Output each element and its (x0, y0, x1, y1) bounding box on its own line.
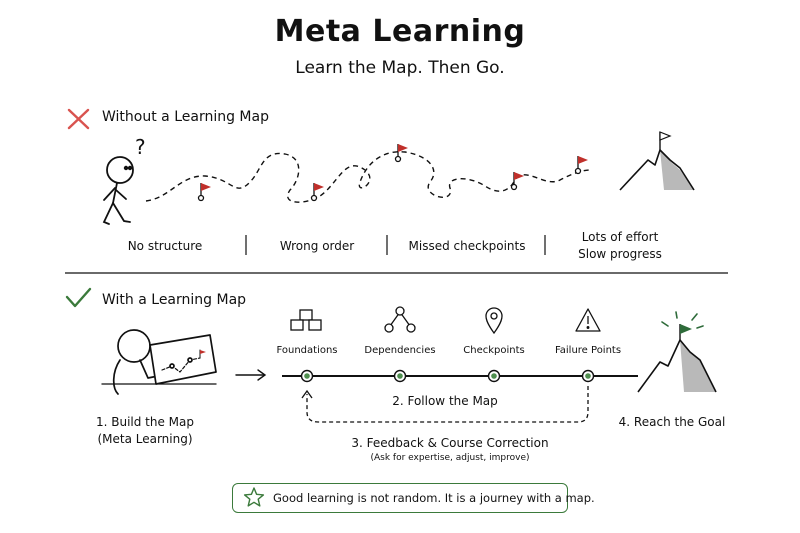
x-icon (67, 108, 90, 130)
arrow-up-icon (301, 389, 313, 399)
checkpoint-node (487, 369, 501, 383)
mountain-icon (619, 131, 695, 191)
page-title: Meta Learning (274, 14, 526, 49)
stage-label-checkpoints: Checkpoints (463, 345, 525, 356)
network-icon (384, 306, 416, 333)
step-2-label: 2. Follow the Map (392, 394, 498, 408)
arrow-right-icon (235, 369, 267, 381)
map-builder-figure-icon (101, 329, 217, 395)
star-icon (243, 487, 265, 507)
divider (245, 235, 546, 255)
stage-label-failure-points: Failure Points (554, 345, 622, 356)
stage-label-dependencies: Dependencies (364, 345, 436, 356)
checkpoint-node (300, 369, 314, 383)
step-3-note: (Ask for expertise, adjust, improve) (370, 453, 530, 463)
confused-figure-icon (102, 156, 134, 225)
issue-label: No structure (127, 239, 203, 253)
flag-icon (510, 172, 524, 191)
check-icon (65, 287, 92, 308)
flag-icon (310, 183, 324, 202)
feedback-loop (306, 386, 589, 423)
pin-icon (485, 307, 503, 335)
step-1-sublabel: (Meta Learning) (97, 432, 193, 446)
flag-icon (197, 183, 211, 202)
flag-icon (574, 156, 588, 175)
stage-label-foundations: Foundations (276, 345, 338, 356)
step-3-label: 3. Feedback & Course Correction (351, 436, 549, 450)
question-mark: ? (135, 135, 146, 159)
callout-box: Good learning is not random. It is a jou… (232, 483, 595, 513)
without-heading: Without a Learning Map (102, 109, 269, 125)
issue-label: Lots of effort (581, 230, 659, 244)
page-subtitle: Learn the Map. Then Go. (295, 58, 505, 78)
step-4-label: 4. Reach the Goal (618, 415, 726, 429)
step-1-label: 1. Build the Map (95, 415, 195, 429)
summit-mountain-icon (637, 311, 717, 393)
flag-icon (394, 144, 408, 163)
wandering-path (145, 151, 591, 203)
issue-label: Slow progress (578, 247, 662, 261)
callout-text: Good learning is not random. It is a jou… (273, 491, 595, 505)
checkpoint-node (581, 369, 595, 383)
checkpoint-node (393, 369, 407, 383)
warning-icon (575, 308, 601, 332)
with-heading: With a Learning Map (102, 292, 247, 308)
boxes-icon (290, 309, 322, 331)
issue-label: Wrong order (279, 239, 355, 253)
issue-label: Missed checkpoints (408, 239, 526, 253)
